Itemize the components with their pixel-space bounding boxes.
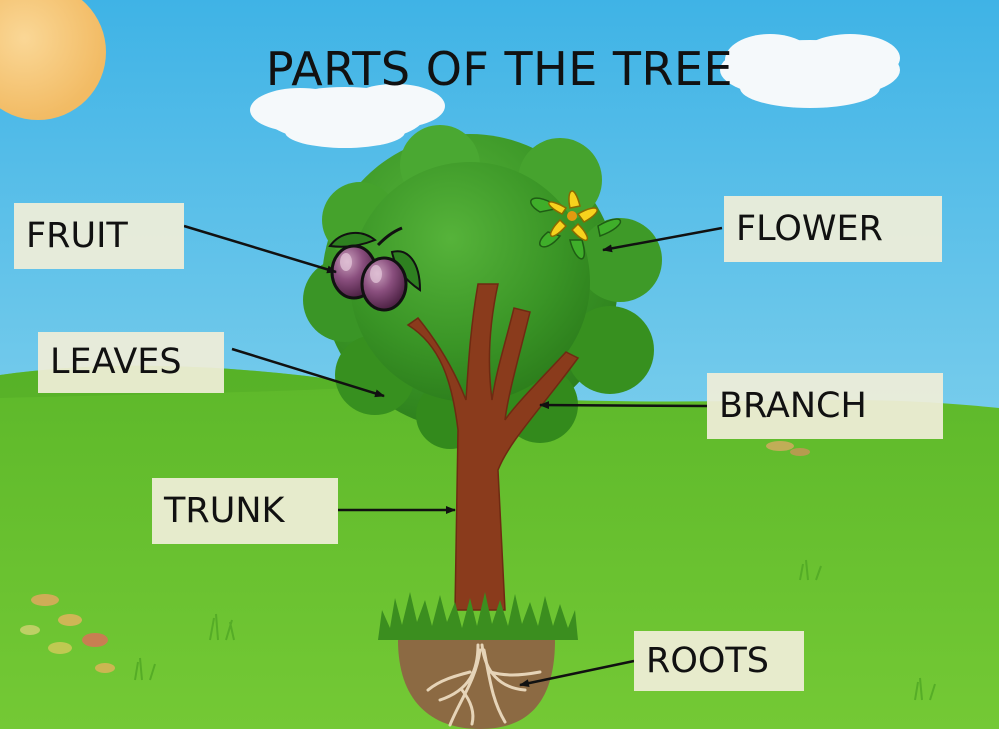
flower-patch-left (20, 594, 115, 673)
arrow-roots (519, 659, 635, 688)
cloud-right (720, 34, 900, 108)
cloud-left (250, 84, 445, 148)
label-leaves: LEAVES (38, 332, 224, 393)
sun (0, 0, 106, 120)
label-branch: BRANCH (707, 373, 943, 439)
pointer-arrows (183, 224, 723, 688)
fruit-plums (328, 226, 422, 312)
soil-with-roots (398, 640, 555, 729)
flower (529, 190, 622, 260)
label-trunk: TRUNK (152, 478, 338, 544)
arrow-branch (539, 401, 708, 410)
grass-base (378, 592, 578, 640)
grass-tufts (134, 559, 936, 701)
label-roots: ROOTS (634, 631, 804, 691)
diagram-title: PARTS OF THE TREE (265, 42, 734, 96)
tree-trunk (406, 283, 580, 611)
arrow-flower (602, 226, 723, 253)
arrow-fruit (183, 224, 337, 274)
flower-patch-right (766, 441, 810, 456)
label-fruit: FRUIT (14, 203, 184, 269)
arrow-leaves (231, 347, 385, 398)
label-flower: FLOWER (724, 196, 942, 262)
